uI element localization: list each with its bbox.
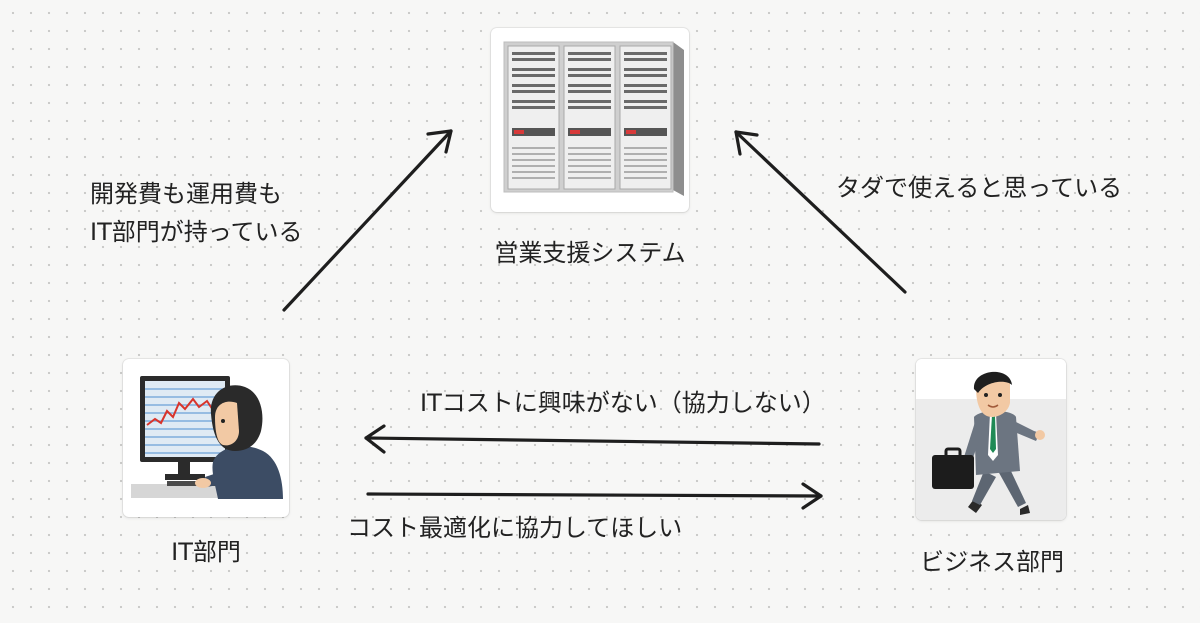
business-to-it-label: ITコストに興味がない（協力しない） [420, 389, 826, 417]
running-businessman-icon [916, 359, 1066, 520]
it-to-business-label: コスト最適化に協力してほしい [347, 514, 683, 542]
server-units [507, 45, 672, 190]
business-department-label: ビジネス部門 [920, 548, 1064, 576]
it-card [123, 359, 289, 517]
arrow-it-to-server [282, 129, 453, 312]
server-rack-icon [503, 41, 684, 196]
it-worker-at-computer-icon [131, 376, 283, 499]
arrow-business-to-server [734, 130, 907, 294]
business-card [916, 359, 1066, 520]
arrow-it-to-business [366, 482, 823, 510]
server-label: 営業支援システム [494, 239, 686, 267]
server-card [491, 28, 689, 212]
business-to-server-label: タダで使えると思っている [836, 174, 1123, 202]
it-to-server-label-line-2: IT部門が持っている [90, 218, 303, 246]
it-department-label: IT部門 [171, 538, 241, 566]
arrow-business-to-it [364, 424, 821, 454]
it-to-server-label-line-1: 開発費も運用費も [90, 180, 282, 208]
it-to-server-label: 開発費も運用費も IT部門が持っている [90, 175, 303, 251]
